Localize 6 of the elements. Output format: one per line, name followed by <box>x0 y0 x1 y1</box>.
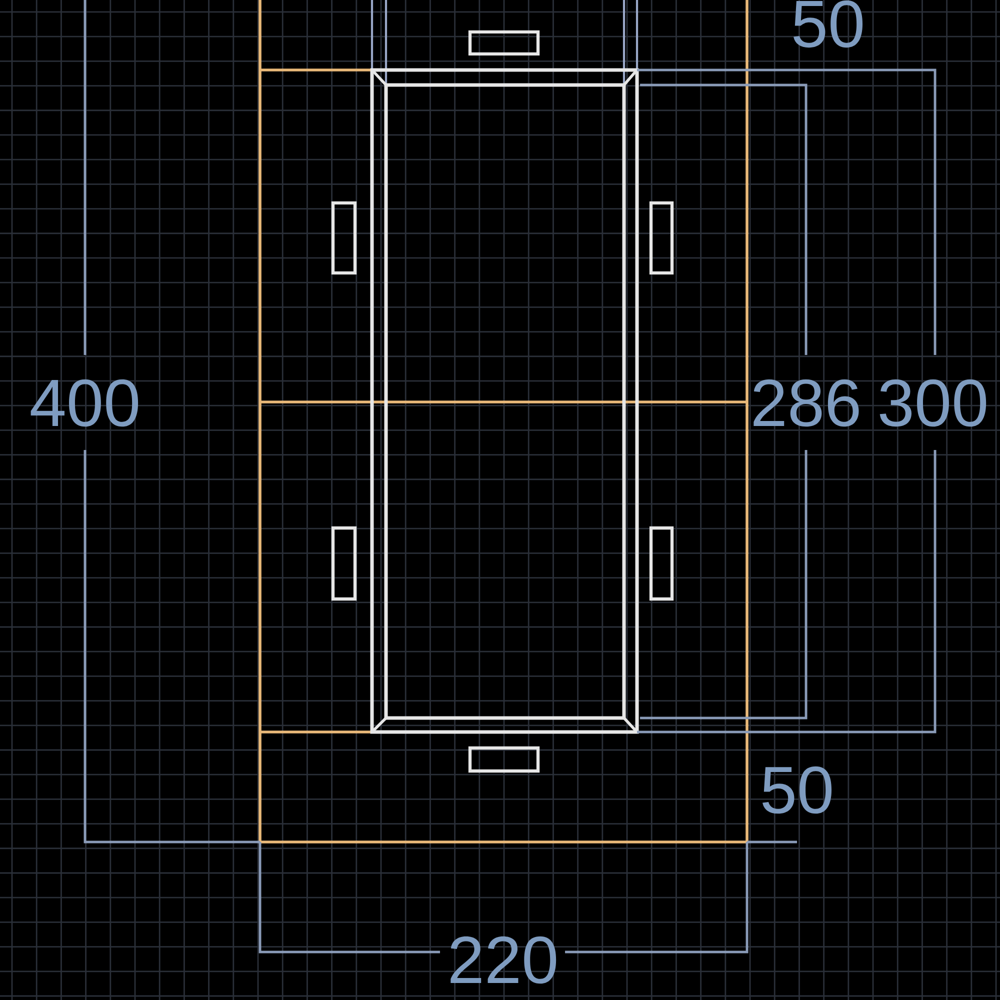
dimension-value: 50 <box>762 766 832 814</box>
dimension-value: 400 <box>30 379 138 427</box>
dimension-value: 220 <box>450 936 556 984</box>
dimension-value: 286 <box>754 379 859 427</box>
dimension-value: 50 <box>794 0 863 48</box>
dimension-value: 300 <box>880 379 986 427</box>
